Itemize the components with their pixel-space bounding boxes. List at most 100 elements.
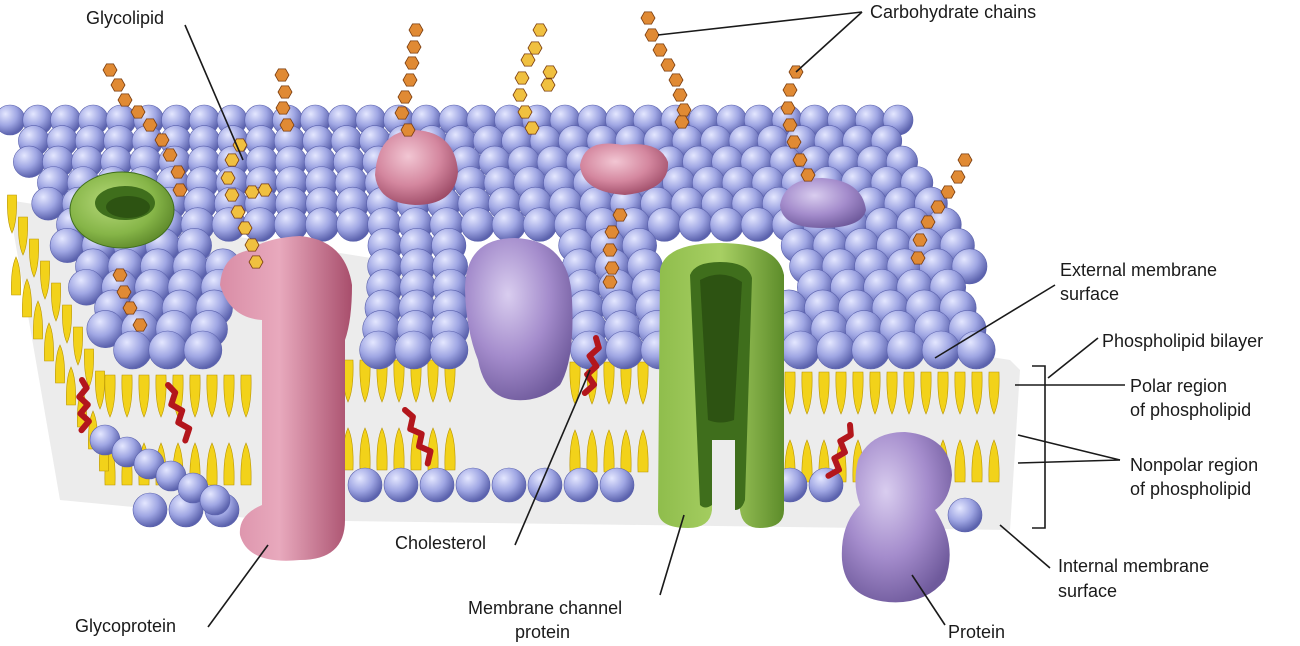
phospholipid-head xyxy=(709,207,744,242)
peripheral-protein-purple xyxy=(841,432,952,603)
sugar-unit xyxy=(132,318,148,332)
phospholipid-head xyxy=(522,207,558,242)
sugar-unit xyxy=(940,185,956,199)
phospholipid-tail xyxy=(427,359,439,403)
sugar-unit xyxy=(408,23,424,37)
cholesterol xyxy=(165,382,193,444)
sugar-unit xyxy=(674,115,690,129)
sugar-unit xyxy=(612,208,628,222)
phospholipid-tail xyxy=(11,256,21,296)
leader-glycolipid xyxy=(184,24,244,161)
sugar-unit xyxy=(540,78,556,92)
sugar-unit xyxy=(676,103,692,117)
phospholipid-head xyxy=(113,330,152,370)
label-glycolipid: Glycolipid xyxy=(86,8,164,28)
phospholipid-head xyxy=(851,330,891,370)
sugar-unit xyxy=(602,275,618,289)
phospholipid-tail xyxy=(801,371,813,415)
leader-nonpolar-2 xyxy=(1017,459,1121,464)
phospholipid-head xyxy=(886,330,926,370)
label-channel-protein-line1: Membrane channel xyxy=(468,598,622,618)
sugar-unit xyxy=(277,85,293,99)
phospholipid-head xyxy=(563,467,599,503)
leader-cholesterol xyxy=(514,369,591,546)
phospholipid-head xyxy=(947,497,983,533)
sugar-unit xyxy=(170,165,186,179)
sugar-unit xyxy=(792,153,808,167)
phospholipid-head xyxy=(359,330,398,370)
phospholipid-tail xyxy=(971,439,983,483)
phospholipid-tail xyxy=(784,371,796,415)
phospholipid-head xyxy=(740,207,775,242)
sugar-unit xyxy=(660,58,676,72)
phospholipid-head xyxy=(0,104,26,136)
phospholipid-head xyxy=(199,484,231,516)
phospholipid-tail xyxy=(240,374,252,418)
phospholipid-tail xyxy=(393,427,405,471)
label-polar-region-line2: of phospholipid xyxy=(1130,400,1251,420)
cholesterol xyxy=(825,422,854,479)
sugar-unit xyxy=(248,255,264,269)
sugar-unit xyxy=(602,243,618,257)
sugar-unit xyxy=(116,285,132,299)
sugar-unit xyxy=(930,200,946,214)
sugar-unit xyxy=(950,170,966,184)
phospholipid-tail xyxy=(637,361,649,405)
cholesterol-molecules xyxy=(76,335,854,479)
phospholipid-tail xyxy=(51,282,61,322)
phospholipid-head xyxy=(599,467,635,503)
carbohydrate-chains xyxy=(102,11,973,332)
leader-carb-2 xyxy=(795,11,863,73)
sugar-unit xyxy=(257,183,273,197)
leader-external-surface xyxy=(934,284,1056,359)
label-phospholipid-bilayer: Phospholipid bilayer xyxy=(1102,331,1263,351)
phospholipid-tail xyxy=(801,439,813,483)
phospholipid-tail xyxy=(852,371,864,415)
phospholipid-tail xyxy=(954,371,966,415)
phospholipid-tail xyxy=(138,374,150,418)
phospholipid-tail xyxy=(359,359,371,403)
phospholipid-tail xyxy=(95,370,105,410)
label-nonpolar-region-line2: of phospholipid xyxy=(1130,479,1251,499)
phospholipid-tail xyxy=(189,374,201,418)
phospholipid-tail xyxy=(393,359,405,403)
phospholipid-tail xyxy=(44,322,54,362)
sugar-unit xyxy=(232,138,248,152)
leader-nonpolar-1 xyxy=(1017,434,1121,461)
label-external-surface-line2: surface xyxy=(1060,284,1119,304)
embedded-protein-purple xyxy=(465,238,573,401)
surface-protein-pink-1 xyxy=(375,130,458,205)
label-external-surface-line1: External membrane xyxy=(1060,260,1217,280)
sugar-unit xyxy=(780,101,796,115)
sugar-unit xyxy=(110,78,126,92)
sugar-unit xyxy=(112,268,128,282)
phospholipid-tail xyxy=(586,429,598,473)
sugar-unit xyxy=(957,153,973,167)
sugar-unit xyxy=(640,11,656,25)
phospholipid-tail xyxy=(937,371,949,415)
label-internal-surface-line2: surface xyxy=(1058,581,1117,601)
phospholipid-tail xyxy=(886,371,898,415)
label-cholesterol: Cholesterol xyxy=(395,533,486,553)
sugar-unit xyxy=(644,28,660,42)
sugar-unit xyxy=(520,53,536,67)
labels: Glycolipid Carbohydrate chains External … xyxy=(75,2,1263,642)
sugar-unit xyxy=(230,205,246,219)
phospholipid-head xyxy=(816,330,855,370)
phospholipid-head xyxy=(570,330,609,370)
phospholipid-tail xyxy=(903,371,915,415)
phospholipid-tail xyxy=(835,371,847,415)
phospholipid-tail xyxy=(40,260,50,300)
phospholipid-head xyxy=(13,145,46,178)
phospholipid-head xyxy=(383,467,419,503)
phospholipid-head xyxy=(183,330,223,370)
phospholipid-tail xyxy=(569,429,581,473)
phospholipid-head xyxy=(491,207,526,242)
phospholipid-tail xyxy=(206,374,218,418)
phospholipid-tail xyxy=(637,429,649,473)
sugar-unit xyxy=(800,168,816,182)
phospholipid-tail xyxy=(121,374,133,418)
sugar-unit xyxy=(394,106,410,120)
leader-bilayer xyxy=(1047,337,1099,379)
